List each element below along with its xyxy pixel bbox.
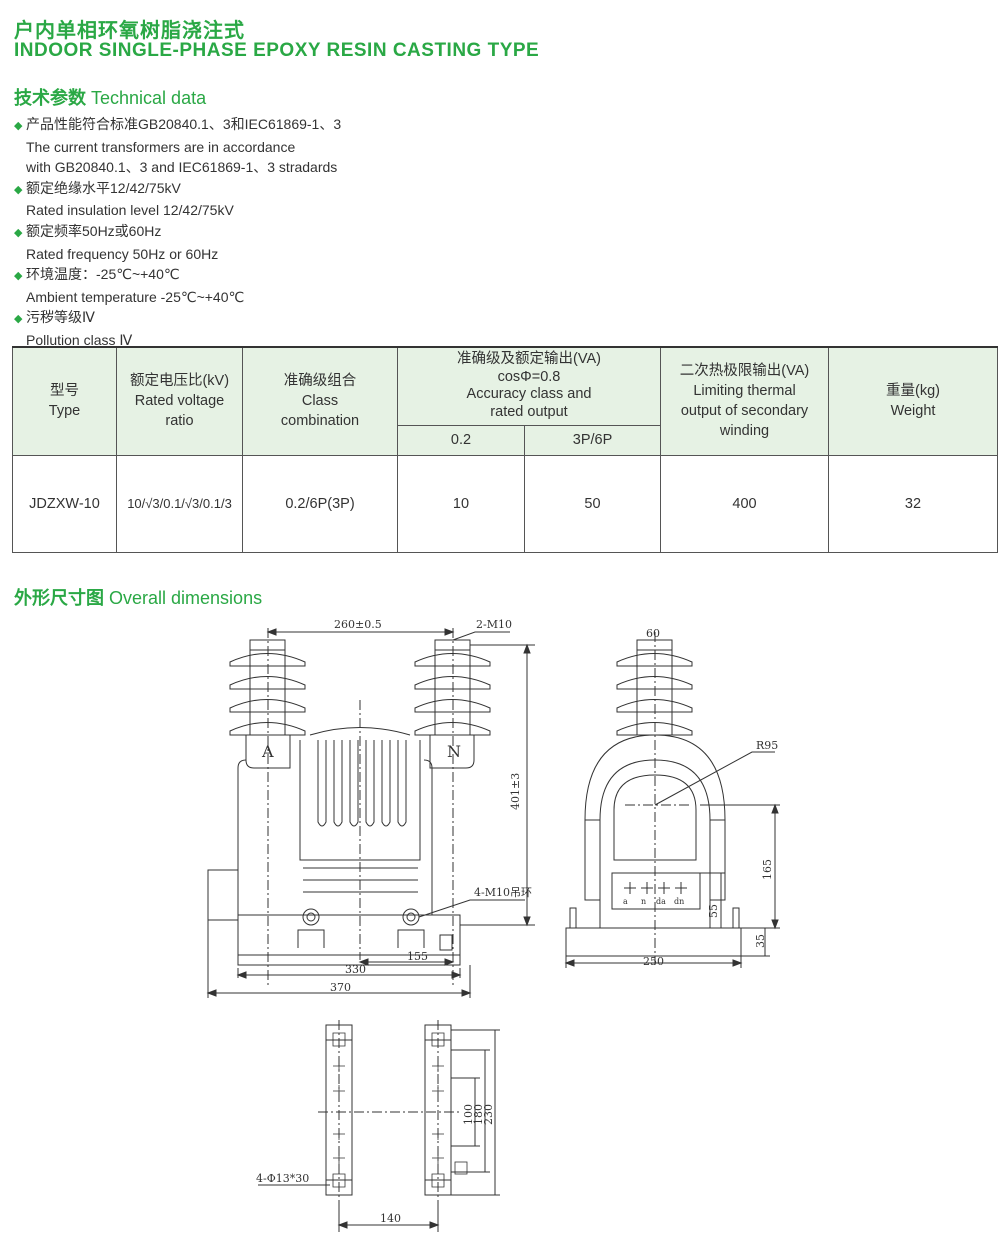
spec-cn: 环境温度：-25℃~+40℃	[26, 266, 180, 283]
spec-en: Rated insulation level 12/42/75kV	[26, 202, 234, 219]
bullet-icon: ◆	[14, 313, 23, 326]
right-insulator	[414, 639, 491, 769]
lift-ring-right	[402, 908, 420, 926]
header-acc-02: 0.2	[397, 424, 525, 456]
dim-2-m10: 2-M10	[476, 618, 512, 631]
bullet-icon: ◆	[14, 270, 23, 283]
dimensions-heading-en: Overall dimensions	[109, 588, 263, 608]
side-box	[207, 869, 239, 921]
spec-cn: 额定频率50Hz或60Hz	[26, 222, 162, 239]
phase-label-n: N	[447, 742, 461, 761]
dim-holes: 4-Φ13*30	[256, 1172, 309, 1185]
terminal-da: da	[656, 897, 666, 906]
spec-en: Pollution class Ⅳ	[26, 331, 133, 348]
lift-ring-left	[302, 908, 320, 926]
technical-heading-en: Technical data	[91, 88, 207, 108]
page-title-cn: 户内单相环氧树脂浇注式	[14, 20, 245, 42]
dim-155: 155	[407, 950, 428, 963]
dim-140: 140	[380, 1212, 401, 1225]
left-insulator	[229, 639, 306, 769]
bullet-icon: ◆	[14, 226, 23, 239]
cell-ratio: 10/√3/0.1/√3/0.1/3	[116, 454, 243, 553]
technical-heading-cn: 技术参数	[14, 88, 86, 108]
side-view: 60 R95 165 55 35 250 a n da dn	[564, 627, 780, 968]
dim-260: 260±0.5	[334, 618, 382, 631]
dimensions-heading: 外形尺寸图 Overall dimensions	[14, 584, 262, 610]
dim-370: 370	[330, 981, 351, 994]
terminal-a: a	[623, 897, 628, 906]
spec-en: Ambient temperature -25℃~+40℃	[26, 288, 245, 305]
spec-cn: 额定绝缘水平12/42/75kV	[26, 179, 181, 196]
spec-list: ◆产品性能符合标准GB20840.1、3和IEC61869-1、3 The cu…	[14, 114, 341, 351]
dim-100: 100	[462, 1104, 475, 1125]
dim-60: 60	[646, 627, 660, 640]
cell-thermal: 400	[660, 454, 829, 553]
spec-item: ◆额定绝缘水平12/42/75kV	[14, 178, 341, 201]
ground-bolt	[439, 934, 453, 951]
spec-en: Rated frequency 50Hz or 60Hz	[26, 245, 219, 262]
dim-330: 330	[345, 963, 366, 976]
spec-item: ◆污秽等级Ⅳ	[14, 307, 341, 330]
spec-item: ◆产品性能符合标准GB20840.1、3和IEC61869-1、3	[14, 114, 341, 137]
spec-item: ◆额定频率50Hz或60Hz	[14, 221, 341, 244]
dim-401: 401±3	[509, 773, 522, 810]
dim-165: 165	[761, 859, 774, 880]
dim-35: 35	[754, 934, 767, 948]
terminal-dn: dn	[674, 897, 684, 906]
cell-weight: 32	[828, 454, 998, 553]
side-base	[565, 927, 742, 957]
front-view: 260±0.5 2-M10 401±3 A N 4-M10吊环 330 155 …	[206, 618, 535, 998]
technical-heading: 技术参数 Technical data	[14, 84, 206, 110]
spec-cn: 产品性能符合标准GB20840.1、3和IEC61869-1、3	[26, 116, 342, 132]
dim-230: 230	[482, 1104, 495, 1125]
page-title-en: INDOOR SINGLE-PHASE EPOXY RESIN CASTING …	[14, 40, 540, 61]
dim-180: 180	[472, 1104, 485, 1125]
header-acc-3p: 3P/6P	[524, 424, 661, 456]
bullet-icon: ◆	[14, 183, 23, 196]
spec-item: ◆环境温度：-25℃~+40℃	[14, 264, 341, 287]
table-row: JDZXW-10 10/√3/0.1/√3/0.1/3 0.2/6P(3P) 1…	[12, 454, 998, 553]
terminal-box	[611, 872, 701, 910]
bullet-icon: ◆	[14, 120, 23, 132]
spec-en: with GB20840.1、3 and IEC61869-1、3 strada…	[26, 159, 338, 176]
main-body	[237, 759, 433, 915]
spec-cn: 污秽等级Ⅳ	[26, 309, 95, 326]
dim-250: 250	[643, 955, 664, 968]
dim-lift-ring: 4-M10吊环	[474, 886, 532, 899]
header-weight: 重量(kg)Weight	[828, 346, 998, 456]
phase-label-a: A	[261, 742, 274, 761]
spec-en: The current transformers are in accordan…	[26, 138, 296, 155]
bottom-view: 100 180 230 4-Φ13*30 140	[256, 1020, 500, 1232]
dim-r95: R95	[756, 739, 778, 752]
dimensions-heading-cn: 外形尺寸图	[14, 588, 104, 608]
cell-acc-02: 10	[397, 454, 525, 553]
terminal-n: n	[641, 897, 646, 906]
base-plate	[237, 914, 461, 966]
dim-55: 55	[707, 904, 720, 918]
